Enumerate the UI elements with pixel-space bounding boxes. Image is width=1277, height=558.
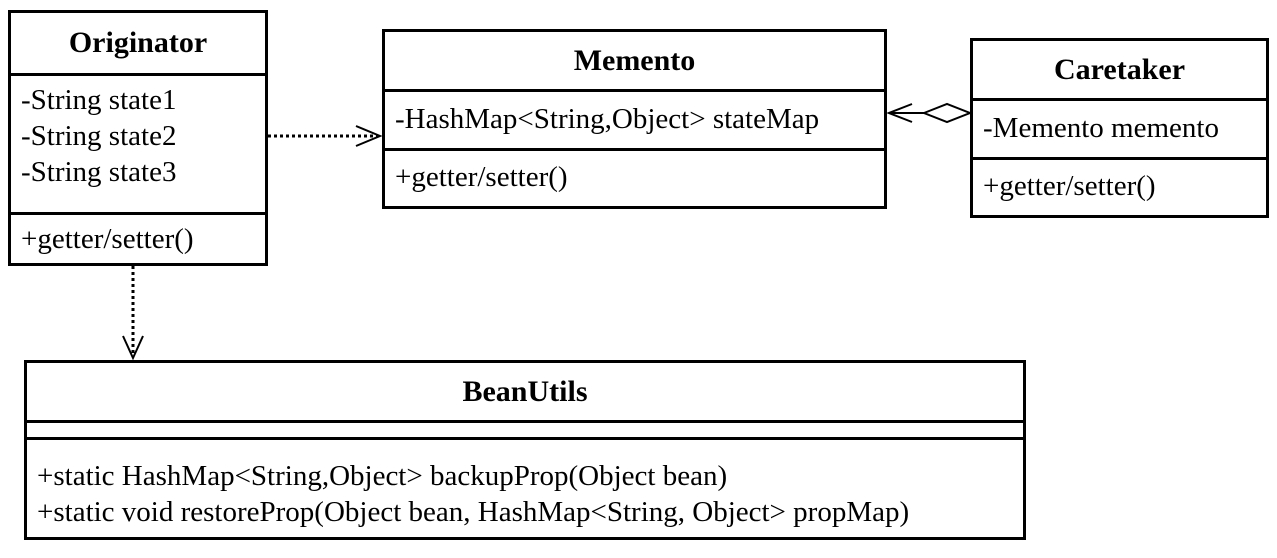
operation: +getter/setter() bbox=[395, 161, 568, 193]
attribute: -String state1 bbox=[21, 84, 177, 116]
operation: +static void restoreProp(Object bean, Ha… bbox=[37, 496, 910, 528]
operations-section: +getter/setter() bbox=[973, 160, 1266, 204]
attributes-section bbox=[27, 423, 1023, 440]
operation: +static HashMap<String,Object> backupPro… bbox=[37, 460, 728, 492]
operations-section: +static HashMap<String,Object> backupPro… bbox=[27, 440, 1023, 530]
class-name: BeanUtils bbox=[27, 363, 1023, 423]
operations-section: +getter/setter() bbox=[11, 215, 265, 257]
attribute: -String state3 bbox=[21, 156, 177, 188]
memento-class: Memento -HashMap<String,Object> stateMap… bbox=[382, 29, 887, 209]
operations-section: +getter/setter() bbox=[385, 151, 884, 195]
originator-class: Originator -String state1 -String state2… bbox=[8, 10, 268, 266]
originator-memento-arrowhead bbox=[355, 125, 383, 147]
attribute: -String state2 bbox=[21, 120, 177, 152]
attributes-section: -String state1 -String state2 -String st… bbox=[11, 76, 265, 215]
attributes-section: -Memento memento bbox=[973, 101, 1266, 160]
attributes-section: -HashMap<String,Object> stateMap bbox=[385, 92, 884, 151]
caretaker-class: Caretaker -Memento memento +getter/sette… bbox=[970, 38, 1269, 218]
operation: +getter/setter() bbox=[983, 170, 1156, 202]
class-name: Memento bbox=[385, 32, 884, 92]
operation: +getter/setter() bbox=[21, 223, 194, 255]
class-name: Originator bbox=[11, 13, 265, 76]
beanutils-class: BeanUtils +static HashMap<String,Object>… bbox=[24, 360, 1026, 540]
attribute: -Memento memento bbox=[983, 112, 1219, 144]
attribute: -HashMap<String,Object> stateMap bbox=[395, 103, 820, 135]
aggregation-diamond bbox=[921, 102, 973, 124]
caretaker-memento-arrowhead bbox=[886, 103, 913, 123]
class-name: Caretaker bbox=[973, 41, 1266, 101]
originator-beanutils-arrowhead bbox=[122, 335, 144, 361]
